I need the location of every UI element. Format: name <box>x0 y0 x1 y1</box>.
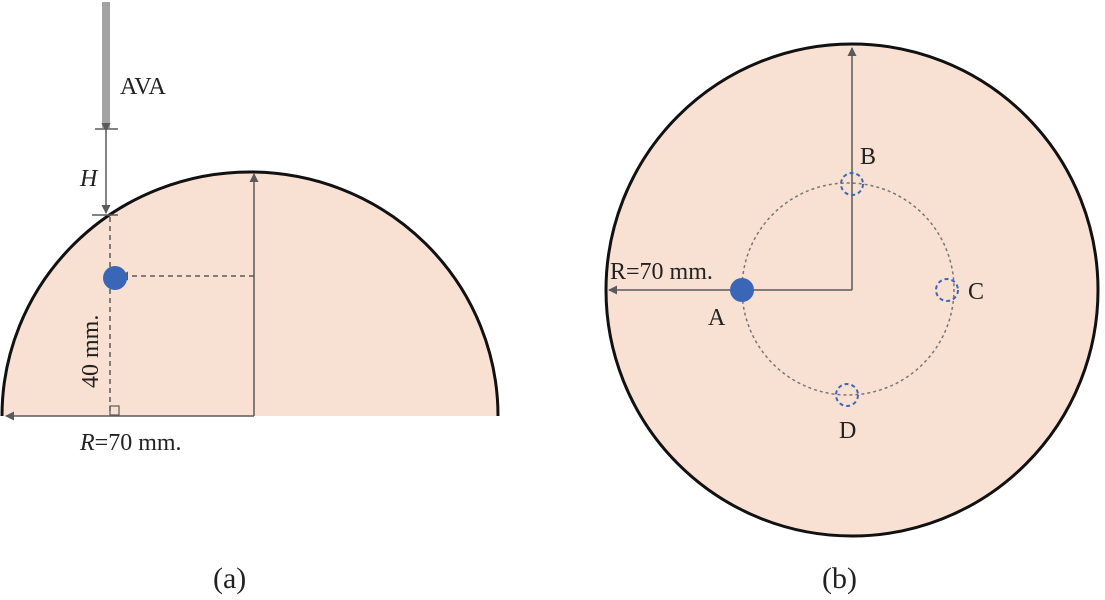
measurement-point-marker <box>103 266 127 290</box>
point-b-label: B <box>860 144 876 170</box>
point-d-label: D <box>839 418 856 444</box>
hemisphere-outline <box>0 170 500 417</box>
ava-probe <box>102 2 110 128</box>
panel-a: AVA H 40 mm. R=70 mm. (a) <box>0 2 500 595</box>
point-a-label: A <box>708 305 726 331</box>
point-c-marker <box>935 278 959 302</box>
panel-b: R=70 mm. A B C D (b) <box>604 42 1100 595</box>
point-c-label: C <box>968 279 984 305</box>
caption-a: (a) <box>213 562 246 595</box>
right-angle-marker <box>109 405 120 416</box>
caption-b: (b) <box>822 562 857 595</box>
vertical-dimension-label: 40 mm. <box>78 315 104 388</box>
radius-value: =70 mm. <box>95 430 182 456</box>
hemisphere-shape <box>2 172 498 416</box>
height-label: H <box>79 166 99 192</box>
radius-label-b: R=70 mm. <box>610 259 713 285</box>
point-a-marker <box>730 278 754 302</box>
point-d-marker <box>835 383 859 407</box>
radius-symbol: R <box>79 430 95 456</box>
ava-label: AVA <box>120 74 166 100</box>
radius-label-a: R=70 mm. <box>79 430 182 456</box>
point-b-marker <box>840 172 864 196</box>
